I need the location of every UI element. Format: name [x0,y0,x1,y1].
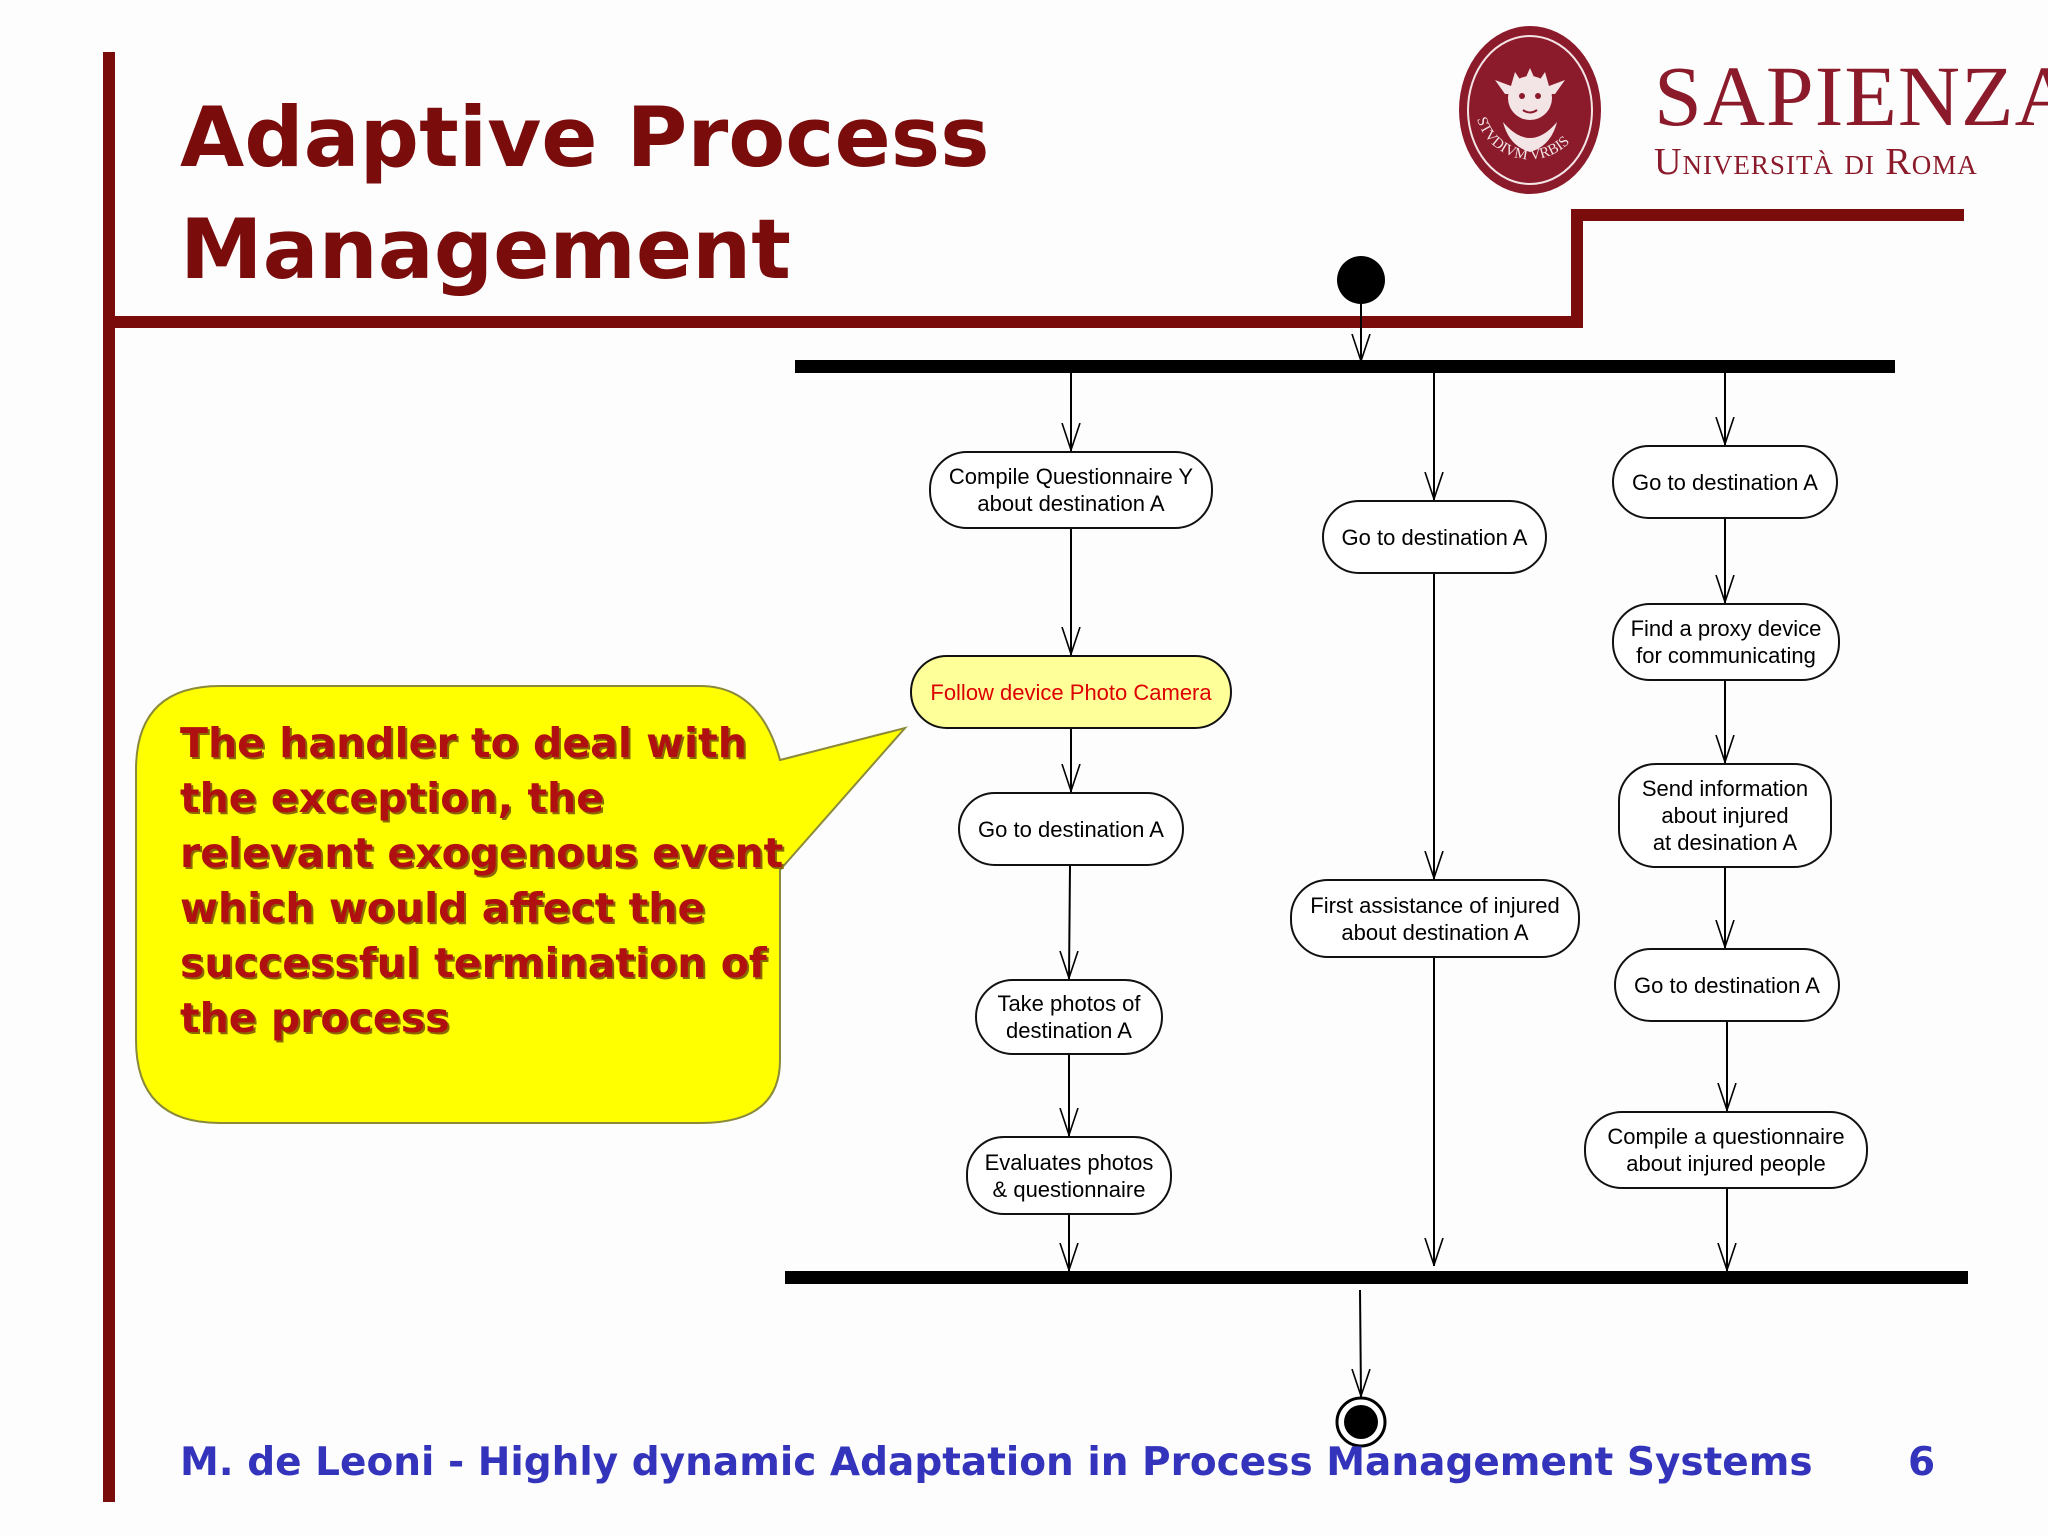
activity-go-to-destination-a: Go to destination A [1614,948,1840,1022]
title-line-1: Adaptive Process [180,89,990,186]
brand-subtitle: Università di Roma [1654,141,1978,183]
activity-compile-questionnaire-y: Compile Questionnaire Y about destinatio… [929,451,1213,529]
title-line-2: Management [180,201,791,298]
activity-compile-questionnaire-injured: Compile a questionnaire about injured pe… [1584,1111,1868,1189]
activity-label: Evaluates photos & questionnaire [984,1149,1154,1202]
activity-go-to-destination-a: Go to destination A [958,792,1184,866]
activity-go-to-destination-a: Go to destination A [1322,500,1547,574]
activity-label: Take photos of destination A [997,991,1141,1043]
page-number: 6 [1908,1440,1936,1485]
university-logo: SAPIENZA Università di Roma [1654,48,2048,183]
activity-evaluates-photos: Evaluates photos & questionnaire [966,1136,1172,1215]
callout-line: the exception, the [180,774,605,822]
callout-line: successful termination of [180,939,767,987]
header-step-riser [1571,210,1583,328]
callout-text: The handler to deal with the exception, … [180,716,784,1046]
activity-label: Go to destination A [978,816,1164,842]
activity-label: Compile a questionnaire about injured pe… [1607,1124,1845,1176]
callout-bubble [135,685,908,1124]
university-seal-icon: STVDIVM VRBIS [1459,26,1601,194]
initial-node [1337,256,1385,304]
column-1-flows [1069,373,1071,1271]
activity-label: Follow device Photo Camera [930,679,1212,705]
activity-label: Find a proxy device for communicating [1630,616,1822,668]
activity-label: Go to destination A [1634,972,1820,998]
left-vertical-bar [103,52,115,1502]
brand-name: SAPIENZA [1654,48,2048,144]
activity-label: Go to destination A [1632,469,1818,495]
callout-line: which would affect the [180,884,706,932]
activity-follow-device-photo-camera: Follow device Photo Camera [910,655,1232,729]
activity-label: First assistance of injured about destin… [1310,892,1560,945]
callout-line: The handler to deal with [180,719,747,767]
activity-label: Send information about injured at desina… [1641,776,1809,855]
activity-send-information: Send information about injured at desina… [1618,763,1832,868]
fork-bar [795,360,1895,373]
activity-label: Compile Questionnaire Y about destinatio… [948,464,1194,516]
activity-label: Go to destination A [1341,524,1528,550]
footer-text: M. de Leoni - Highly dynamic Adaptation … [180,1440,1813,1485]
activity-first-assistance: First assistance of injured about destin… [1290,879,1580,958]
header-step-top [1571,209,1964,221]
activity-take-photos: Take photos of destination A [975,979,1163,1055]
activity-find-proxy-device: Find a proxy device for communicating [1612,603,1840,681]
callout-line: relevant exogenous event [180,829,784,877]
page-title: Adaptive Process Management [180,82,1080,306]
header-underline [103,316,1583,328]
column-3-flows [1725,373,1727,1271]
activity-go-to-destination-a: Go to destination A [1612,445,1838,519]
final-node-core [1344,1405,1378,1439]
callout-line: the process [180,994,450,1042]
join-bar [785,1271,1968,1284]
flow-join-to-final [1360,1289,1361,1398]
